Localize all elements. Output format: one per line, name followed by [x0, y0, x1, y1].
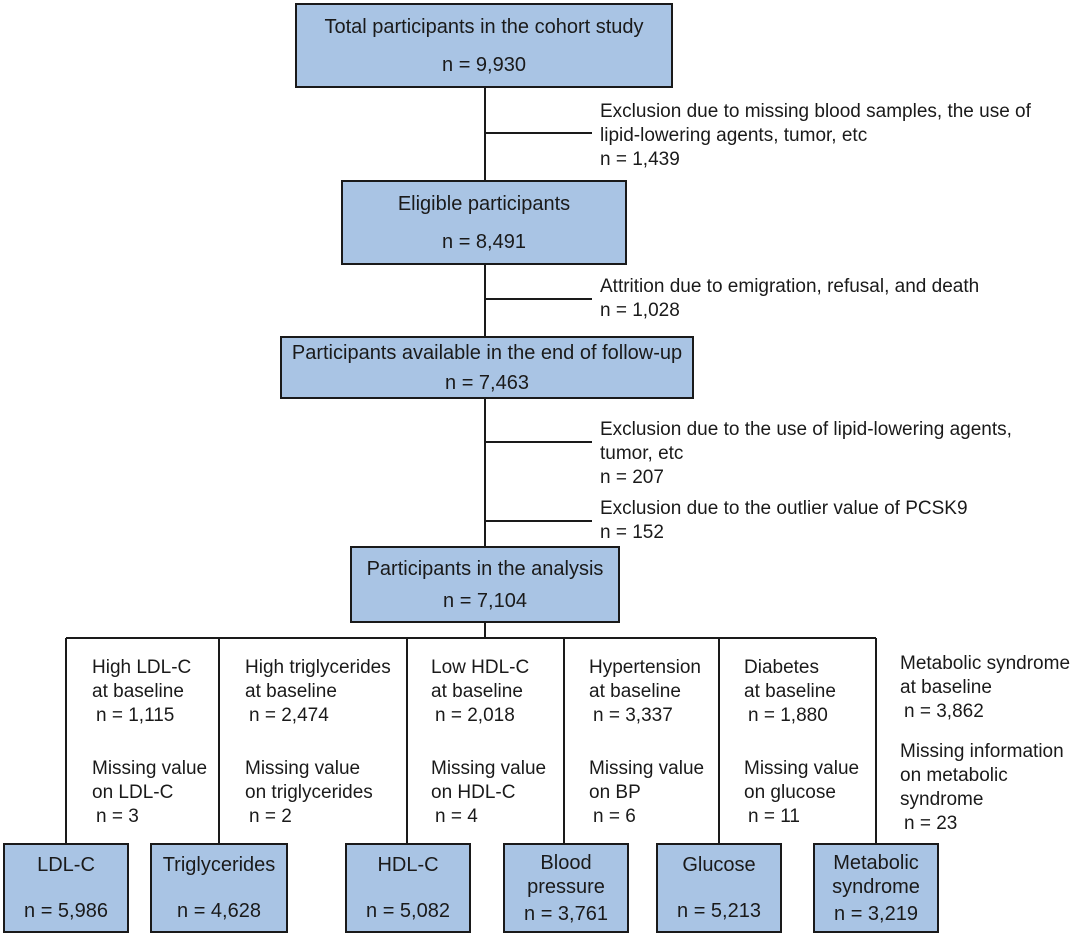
note-count: n = 3,862: [904, 701, 984, 722]
box-analysis-participants: Participants in the analysis n = 7,104: [350, 546, 620, 623]
missing-note-ldl: Missing value on LDL-C n = 3: [92, 757, 207, 829]
box-outcome-hdl: HDL-C n = 5,082: [345, 843, 471, 933]
box-title-2: pressure: [527, 875, 605, 898]
box-title: Total participants in the cohort study: [324, 15, 644, 38]
note-line: at baseline: [744, 681, 836, 702]
note-count: n = 1,115: [96, 705, 175, 726]
note-count: n = 3: [96, 806, 139, 827]
note-line: on HDL-C: [431, 782, 516, 803]
note-line: Missing value: [431, 758, 547, 779]
box-count: n = 7,463: [445, 371, 529, 394]
note-line: tumor, etc: [600, 443, 684, 464]
note-line: Missing value: [744, 758, 860, 779]
exclusion-note-4: Exclusion due to the outlier value of PC…: [600, 497, 968, 545]
box-count: n = 4,628: [177, 900, 261, 922]
box-outcome-ldl: LDL-C n = 5,986: [3, 843, 129, 933]
note-count: n = 23: [904, 813, 958, 834]
box-title: Eligible participants: [397, 192, 571, 215]
missing-note-bp: Missing value on BP n = 6: [589, 757, 704, 829]
note-count: n = 1,028: [600, 300, 680, 321]
note-line: at baseline: [431, 681, 523, 702]
note-line: Missing information: [900, 741, 1064, 762]
note-count: n = 1,439: [600, 149, 680, 170]
note-line: on metabolic: [900, 765, 1008, 786]
note-line: Diabetes: [744, 657, 819, 678]
note-line: on BP: [589, 782, 641, 803]
box-outcome-trig: Triglycerides n = 4,628: [150, 843, 288, 933]
box-outcome-bp: Blood pressure n = 3,761: [503, 843, 629, 933]
note-count: n = 2: [249, 806, 292, 827]
baseline-note-hdl: Low HDL-C at baseline n = 2,018: [431, 656, 529, 728]
note-count: n = 2,474: [249, 705, 329, 726]
baseline-note-bp: Hypertension at baseline n = 3,337: [589, 656, 701, 728]
note-count: n = 3,337: [593, 705, 673, 726]
note-line: at baseline: [245, 681, 337, 702]
note-count: n = 152: [600, 522, 664, 543]
box-title: Participants available in the end of fol…: [291, 341, 683, 364]
box-available-follow-up: Participants available in the end of fol…: [280, 336, 694, 399]
missing-note-hdl: Missing value on HDL-C n = 4: [431, 757, 546, 829]
box-count: n = 5,082: [366, 900, 450, 922]
baseline-note-trig: High triglycerides at baseline n = 2,474: [245, 656, 391, 728]
box-count: n = 3,219: [834, 902, 918, 925]
note-line: syndrome: [900, 789, 984, 810]
note-line: Missing value: [92, 758, 208, 779]
box-outcome-metsyn: Metabolic syndrome n = 3,219: [813, 843, 939, 933]
note-count: n = 207: [600, 467, 664, 488]
box-outcome-glucose: Glucose n = 5,213: [656, 843, 782, 933]
note-line: Hypertension: [589, 657, 701, 678]
box-title: Participants in the analysis: [366, 557, 604, 580]
note-line: Exclusion due to missing blood samples, …: [600, 101, 1031, 122]
box-title: Triglycerides: [162, 854, 276, 876]
note-line: Attrition due to emigration, refusal, an…: [600, 276, 980, 297]
baseline-note-metsyn: Metabolic syndrome at baseline n = 3,862: [900, 652, 1070, 724]
box-count: n = 7,104: [443, 589, 527, 612]
box-count: n = 9,930: [442, 53, 526, 76]
note-line: Missing value: [589, 758, 705, 779]
box-title: LDL-C: [37, 854, 95, 876]
box-title: Blood: [540, 851, 592, 874]
box-count: n = 3,761: [524, 902, 608, 925]
note-line: Metabolic syndrome: [900, 653, 1071, 674]
note-line: High LDL-C: [92, 657, 192, 678]
exclusion-note-3: Exclusion due to the use of lipid-loweri…: [600, 418, 1012, 490]
note-count: n = 1,880: [748, 705, 828, 726]
note-line: Low HDL-C: [431, 657, 530, 678]
note-count: n = 2,018: [435, 705, 515, 726]
note-line: at baseline: [589, 681, 681, 702]
note-line: at baseline: [92, 681, 184, 702]
exclusion-note-2: Attrition due to emigration, refusal, an…: [600, 275, 979, 323]
note-line: Missing value: [245, 758, 361, 779]
missing-note-glucose: Missing value on glucose n = 11: [744, 757, 859, 829]
box-total-participants: Total participants in the cohort study n…: [295, 3, 673, 88]
box-count: n = 8,491: [442, 230, 526, 253]
box-count: n = 5,213: [677, 900, 761, 922]
note-count: n = 6: [593, 806, 636, 827]
box-count: n = 5,986: [24, 900, 108, 922]
box-title: HDL-C: [377, 854, 439, 876]
note-line: lipid-lowering agents, tumor, etc: [600, 125, 868, 146]
missing-note-trig: Missing value on triglycerides n = 2: [245, 757, 373, 829]
box-eligible-participants: Eligible participants n = 8,491: [341, 180, 627, 265]
exclusion-note-1: Exclusion due to missing blood samples, …: [600, 100, 1031, 172]
box-title: Metabolic: [833, 851, 919, 874]
note-line: Exclusion due to the use of lipid-loweri…: [600, 419, 1012, 440]
box-title-2: syndrome: [832, 875, 920, 898]
box-title: Glucose: [682, 854, 756, 876]
baseline-note-ldl: High LDL-C at baseline n = 1,115: [92, 656, 191, 728]
missing-note-metsyn: Missing information on metabolic syndrom…: [900, 740, 1064, 836]
note-line: on LDL-C: [92, 782, 174, 803]
note-line: High triglycerides: [245, 657, 391, 678]
note-line: on triglycerides: [245, 782, 373, 803]
note-line: on glucose: [744, 782, 836, 803]
baseline-note-glucose: Diabetes at baseline n = 1,880: [744, 656, 836, 728]
note-count: n = 11: [748, 806, 800, 827]
note-line: Exclusion due to the outlier value of PC…: [600, 498, 968, 519]
note-line: at baseline: [900, 677, 992, 698]
note-count: n = 4: [435, 806, 478, 827]
